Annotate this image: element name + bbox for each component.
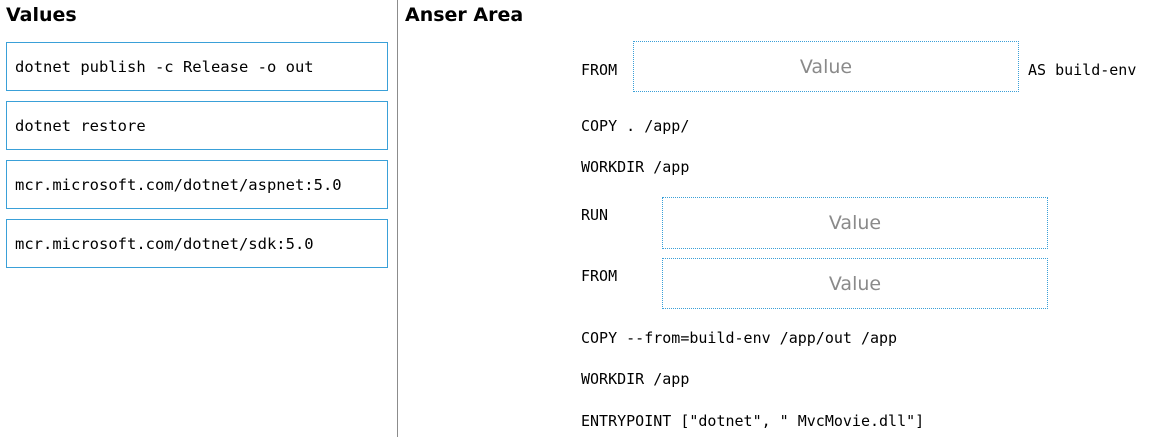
code-run-keyword: RUN — [581, 206, 609, 224]
code-copy-app: COPY . /app/ — [581, 117, 690, 135]
value-option-dotnet-restore[interactable]: dotnet restore — [6, 101, 388, 150]
code-from-keyword-1: FROM — [581, 61, 618, 79]
code-workdir-2: WORKDIR /app — [581, 370, 690, 388]
panel-divider — [397, 0, 398, 437]
drop-zone-from-image-1[interactable]: Value — [633, 41, 1019, 92]
value-option-dotnet-publish[interactable]: dotnet publish -c Release -o out — [6, 42, 388, 91]
drop-zone-run-command[interactable]: Value — [662, 197, 1048, 249]
code-copy-from-build-env: COPY --from=build-env /app/out /app — [581, 329, 898, 347]
drop-zone-from-image-2[interactable]: Value — [662, 258, 1048, 309]
code-entrypoint: ENTRYPOINT ["dotnet", " MvcMovie.dll"] — [581, 412, 925, 430]
answer-area-heading: Anser Area — [405, 4, 524, 26]
values-heading: Values — [6, 4, 77, 26]
code-as-build-env: AS build-env — [1028, 61, 1137, 79]
code-from-keyword-2: FROM — [581, 267, 618, 285]
code-workdir-1: WORKDIR /app — [581, 158, 690, 176]
value-option-aspnet-image[interactable]: mcr.microsoft.com/dotnet/aspnet:5.0 — [6, 160, 388, 209]
value-option-sdk-image[interactable]: mcr.microsoft.com/dotnet/sdk:5.0 — [6, 219, 388, 268]
